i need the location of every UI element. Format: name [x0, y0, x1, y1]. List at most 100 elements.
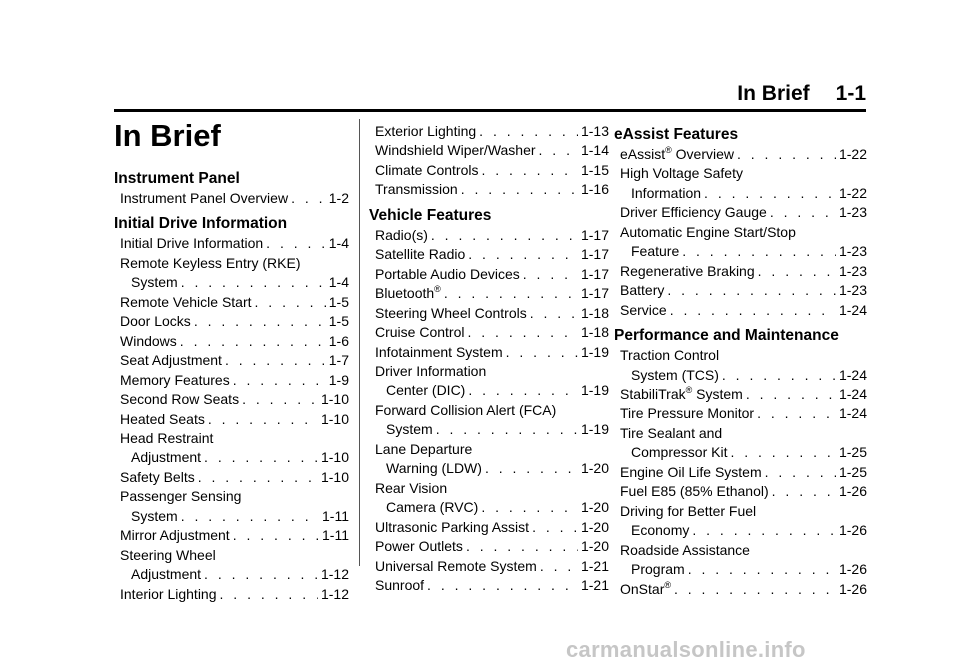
toc-entry-title: Transmission: [375, 180, 458, 199]
toc-entry[interactable]: Remote Vehicle Start1-5: [114, 293, 349, 312]
toc-entry[interactable]: Sunroof1-21: [369, 576, 609, 595]
toc-entry[interactable]: Forward Collision Alert (FCA)System1-19: [369, 401, 609, 440]
toc-entry-title: Memory Features: [120, 371, 230, 390]
toc-entry-title: System: [131, 507, 178, 526]
toc-entry[interactable]: Infotainment System1-19: [369, 343, 609, 362]
toc-entry[interactable]: Seat Adjustment 1-7: [114, 351, 349, 370]
toc-entry-title: Windows: [120, 332, 177, 351]
toc-entry-title-text: System: [131, 507, 178, 524]
toc-entry[interactable]: Climate Controls1-15: [369, 161, 609, 180]
toc-entry-page: 1-10: [320, 410, 349, 427]
toc-entry[interactable]: eAssist® Overview1-22: [614, 145, 867, 164]
page-number: 1-1: [835, 82, 866, 105]
toc-entry[interactable]: Driver Efficiency Gauge1-23: [614, 203, 867, 222]
toc-entry[interactable]: Cruise Control1-18: [369, 323, 609, 342]
dot-leader: [757, 404, 836, 423]
toc-entry[interactable]: StabiliTrak® System1-24: [614, 385, 867, 404]
toc-entry[interactable]: Automatic Engine Start/StopFeature1-23: [614, 223, 867, 262]
toc-entry[interactable]: Second Row Seats1-10: [114, 390, 349, 409]
toc-entry[interactable]: Mirror Adjustment1-11: [114, 526, 349, 545]
toc-entry-title: Adjustment: [131, 565, 201, 584]
toc-entry[interactable]: Windows1-6: [114, 332, 349, 351]
toc-entry[interactable]: Memory Features1-9: [114, 371, 349, 390]
toc-entry[interactable]: Ultrasonic Parking Assist1-20: [369, 518, 609, 537]
toc-entry[interactable]: Remote Keyless Entry (RKE)System1-4: [114, 254, 349, 293]
toc-entry-title: Warning (LDW): [386, 459, 482, 478]
toc-entry[interactable]: Regenerative Braking1-23: [614, 262, 867, 281]
dot-leader: [682, 242, 836, 261]
toc-entry-page: 1-15: [580, 161, 609, 178]
toc-entry-title-line: Passenger Sensing: [120, 488, 242, 505]
toc-entry-page: 1-17: [580, 285, 609, 302]
section-heading: Performance and Maintenance: [614, 327, 839, 345]
toc-entry[interactable]: Portable Audio Devices1-17: [369, 265, 609, 284]
toc-entry-title: Mirror Adjustment: [120, 526, 230, 545]
toc-entry-title: Seat Adjustment: [120, 351, 222, 370]
toc-entry[interactable]: Power Outlets1-20: [369, 537, 609, 556]
toc-entry[interactable]: Instrument Panel Overview1-2: [114, 189, 349, 208]
toc-entry[interactable]: Tire Pressure Monitor1-24: [614, 404, 867, 423]
toc-entry-title-line: High Voltage Safety: [620, 165, 743, 182]
toc-entry-title: Economy: [631, 521, 689, 540]
toc-entry-title-line: Traction Control: [620, 347, 720, 364]
toc-entry-page: 1-23: [838, 243, 867, 260]
toc-entry-page: 1-25: [838, 444, 867, 461]
toc-entry[interactable]: Interior Lighting1-12: [114, 585, 349, 604]
toc-entry[interactable]: Battery1-23: [614, 281, 867, 300]
toc-entry[interactable]: Satellite Radio1-17: [369, 245, 609, 264]
toc-entry[interactable]: Fuel E85 (85% Ethanol)1-26: [614, 482, 867, 501]
toc-entry[interactable]: Exterior Lighting1-13: [369, 122, 609, 141]
toc-entry-page: 1-21: [580, 576, 609, 593]
toc-entry[interactable]: Roadside AssistanceProgram1-26: [614, 541, 867, 580]
toc-entry[interactable]: Driving for Better FuelEconomy1-26: [614, 502, 867, 541]
toc-entry-title-text: Compressor Kit: [631, 444, 728, 461]
toc-entry-page: 1-24: [838, 301, 867, 318]
toc-entry-page: 1-25: [838, 463, 867, 480]
toc-entry-page: 1-13: [580, 123, 609, 139]
chapter-title: In Brief: [114, 118, 221, 153]
toc-entry[interactable]: Initial Drive Information1-4: [114, 234, 349, 253]
dot-leader: [539, 141, 578, 160]
toc-entry[interactable]: Door Locks1-5: [114, 312, 349, 331]
toc-entry-title-line: Remote Keyless Entry (RKE): [120, 254, 301, 271]
toc-entry-page: 1-7: [328, 352, 349, 369]
toc-entry[interactable]: Steering WheelAdjustment1-12: [114, 546, 349, 585]
toc-entry[interactable]: Steering Wheel Controls1-18: [369, 304, 609, 323]
toc-entry-title-text: System (TCS): [631, 366, 719, 383]
toc-entry[interactable]: Bluetooth®1-17: [369, 284, 609, 303]
toc-entry[interactable]: Windshield Wiper/Washer1-14: [369, 141, 609, 160]
dot-leader: [204, 565, 318, 584]
toc-entry-title-text: Warning (LDW): [386, 460, 482, 477]
toc-entry[interactable]: Engine Oil Life System1-25: [614, 463, 867, 482]
toc-entry-title: Initial Drive Information: [120, 234, 263, 253]
toc-entry-title-text: Power Outlets: [375, 538, 463, 555]
toc-entry-page: 1-12: [320, 566, 349, 583]
toc-entry[interactable]: Service1-24: [614, 301, 867, 320]
toc-entry[interactable]: Passenger SensingSystem1-11: [114, 487, 349, 526]
toc-entry[interactable]: Radio(s)1-17: [369, 226, 609, 245]
toc-entry[interactable]: Head RestraintAdjustment1-10: [114, 429, 349, 468]
dot-leader: [481, 498, 578, 517]
toc-entry-page: 1-18: [580, 324, 609, 341]
toc-entry-title: System (TCS): [631, 366, 719, 385]
dot-leader: [233, 371, 326, 390]
toc-entry-title-text: eAssist: [620, 146, 666, 162]
toc-entry[interactable]: Heated Seats1-10: [114, 410, 349, 429]
toc-entry[interactable]: High Voltage SafetyInformation1-22: [614, 164, 867, 203]
toc-entry[interactable]: OnStar®1-26: [614, 580, 867, 599]
dot-leader: [772, 482, 836, 501]
toc-entry[interactable]: Safety Belts1-10: [114, 468, 349, 487]
toc-entry-title: Power Outlets: [375, 537, 463, 556]
dot-leader: [485, 459, 578, 478]
toc-entry[interactable]: Transmission1-16: [369, 180, 609, 199]
toc-entry-title-text: Program: [631, 561, 685, 578]
dot-leader: [242, 390, 318, 409]
toc-entry-title: Regenerative Braking: [620, 262, 755, 281]
toc-entry[interactable]: Universal Remote System1-21: [369, 557, 609, 576]
